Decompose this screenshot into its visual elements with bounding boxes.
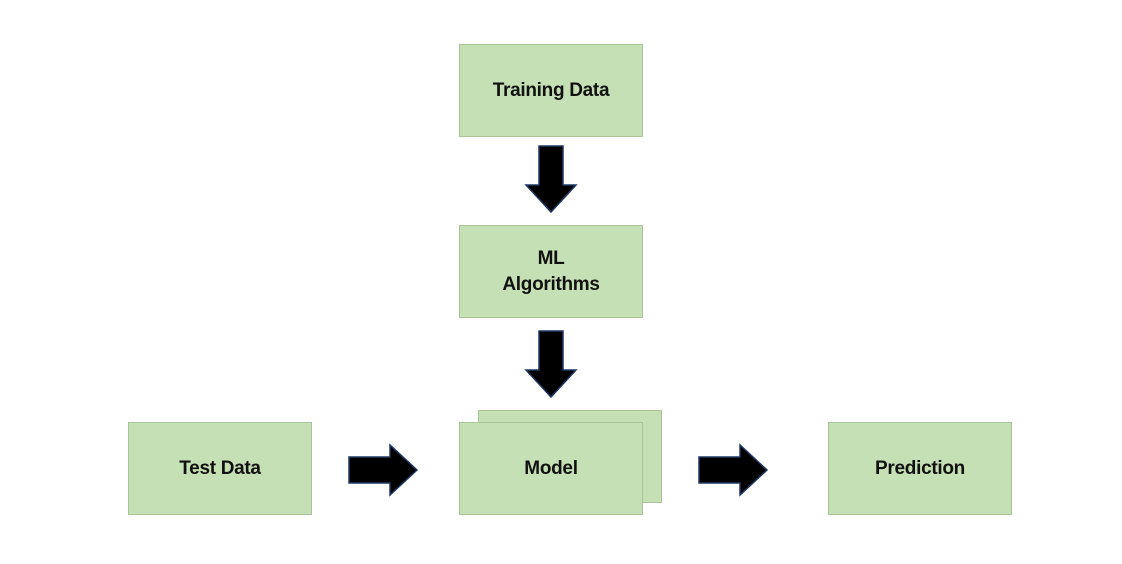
arrow-ml-to-model (524, 330, 578, 399)
ml-algorithms-box: ML Algorithms (459, 225, 643, 318)
arrow-test-to-model (348, 443, 419, 497)
training-data-box: Training Data (459, 44, 643, 137)
prediction-box: Prediction (828, 422, 1012, 515)
arrow-model-to-prediction (698, 443, 769, 497)
test-data-box: Test Data (128, 422, 312, 515)
ml-algorithms-label: ML Algorithms (502, 247, 600, 295)
model-box: Model (459, 422, 643, 515)
prediction-label: Prediction (875, 457, 965, 479)
test-data-label: Test Data (179, 457, 261, 479)
training-data-label: Training Data (492, 79, 610, 101)
model-label: Model (524, 457, 578, 479)
arrow-training-to-ml (524, 145, 578, 214)
